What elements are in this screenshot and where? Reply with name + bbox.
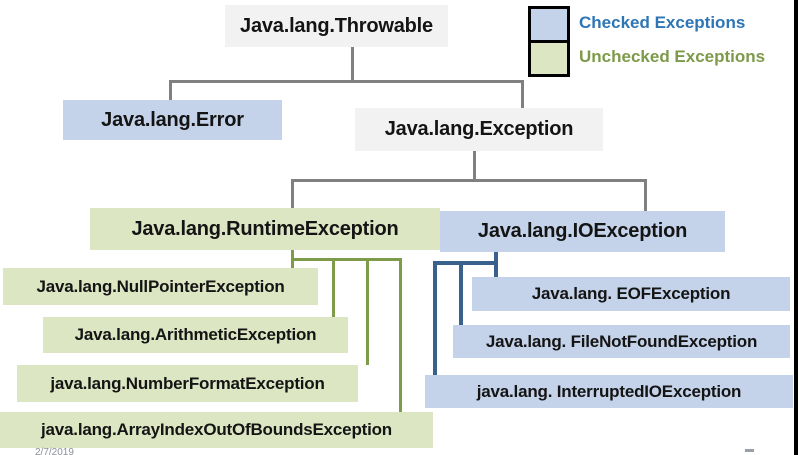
node-number-format-exception: java.lang.NumberFormatException [17,365,358,402]
legend-swatch-group [528,6,570,77]
node-null-pointer-exception: Java.lang.NullPointerException [3,268,318,305]
connector-to-interruptedio [433,261,437,375]
footer-date: 2/7/2019 [35,447,74,455]
node-runtime-exception: Java.lang.RuntimeException [90,208,440,250]
connector-to-ioexception [644,179,647,211]
legend-label-checked: Checked Exceptions [579,13,746,32]
connector-runtime-children-rail [291,258,402,261]
legend-swatch-checked [531,9,567,40]
legend-label-unchecked: Unchecked Exceptions [579,47,766,66]
legend-swatch-unchecked [531,40,567,74]
node-arithmetic-exception: Java.lang.ArithmeticException [43,317,348,353]
connector-exception-stem [473,151,476,181]
footer-page-number-fragment [745,449,754,452]
connector-to-error [169,80,172,102]
node-exception: Java.lang.Exception [355,108,603,151]
connector-exception-children-rail [291,179,647,182]
connector-to-arrayindex [399,258,402,412]
connector-to-runtime [291,179,294,208]
connector-to-exception [521,80,524,108]
connector-to-numberformat [366,258,369,365]
connector-throwable-children-rail [169,80,524,83]
node-file-not-found-exception: Java.lang. FileNotFoundException [453,325,790,358]
connector-to-arithmetic [332,258,335,317]
connector-ioexception-children-rail [433,261,498,265]
node-throwable: Java.lang.Throwable [225,5,448,47]
node-io-exception: Java.lang.IOException [440,211,725,252]
node-array-index-out-of-bounds-exception: java.lang.ArrayIndexOutOfBoundsException [0,412,433,448]
node-eof-exception: Java.lang. EOFException [472,277,790,311]
connector-to-filenotfound [459,261,463,325]
node-error: Java.lang.Error [63,100,282,140]
node-interrupted-io-exception: java.lang. InterruptedIOException [425,375,793,408]
connector-throwable-stem [351,47,354,82]
window-right-border [794,0,798,455]
